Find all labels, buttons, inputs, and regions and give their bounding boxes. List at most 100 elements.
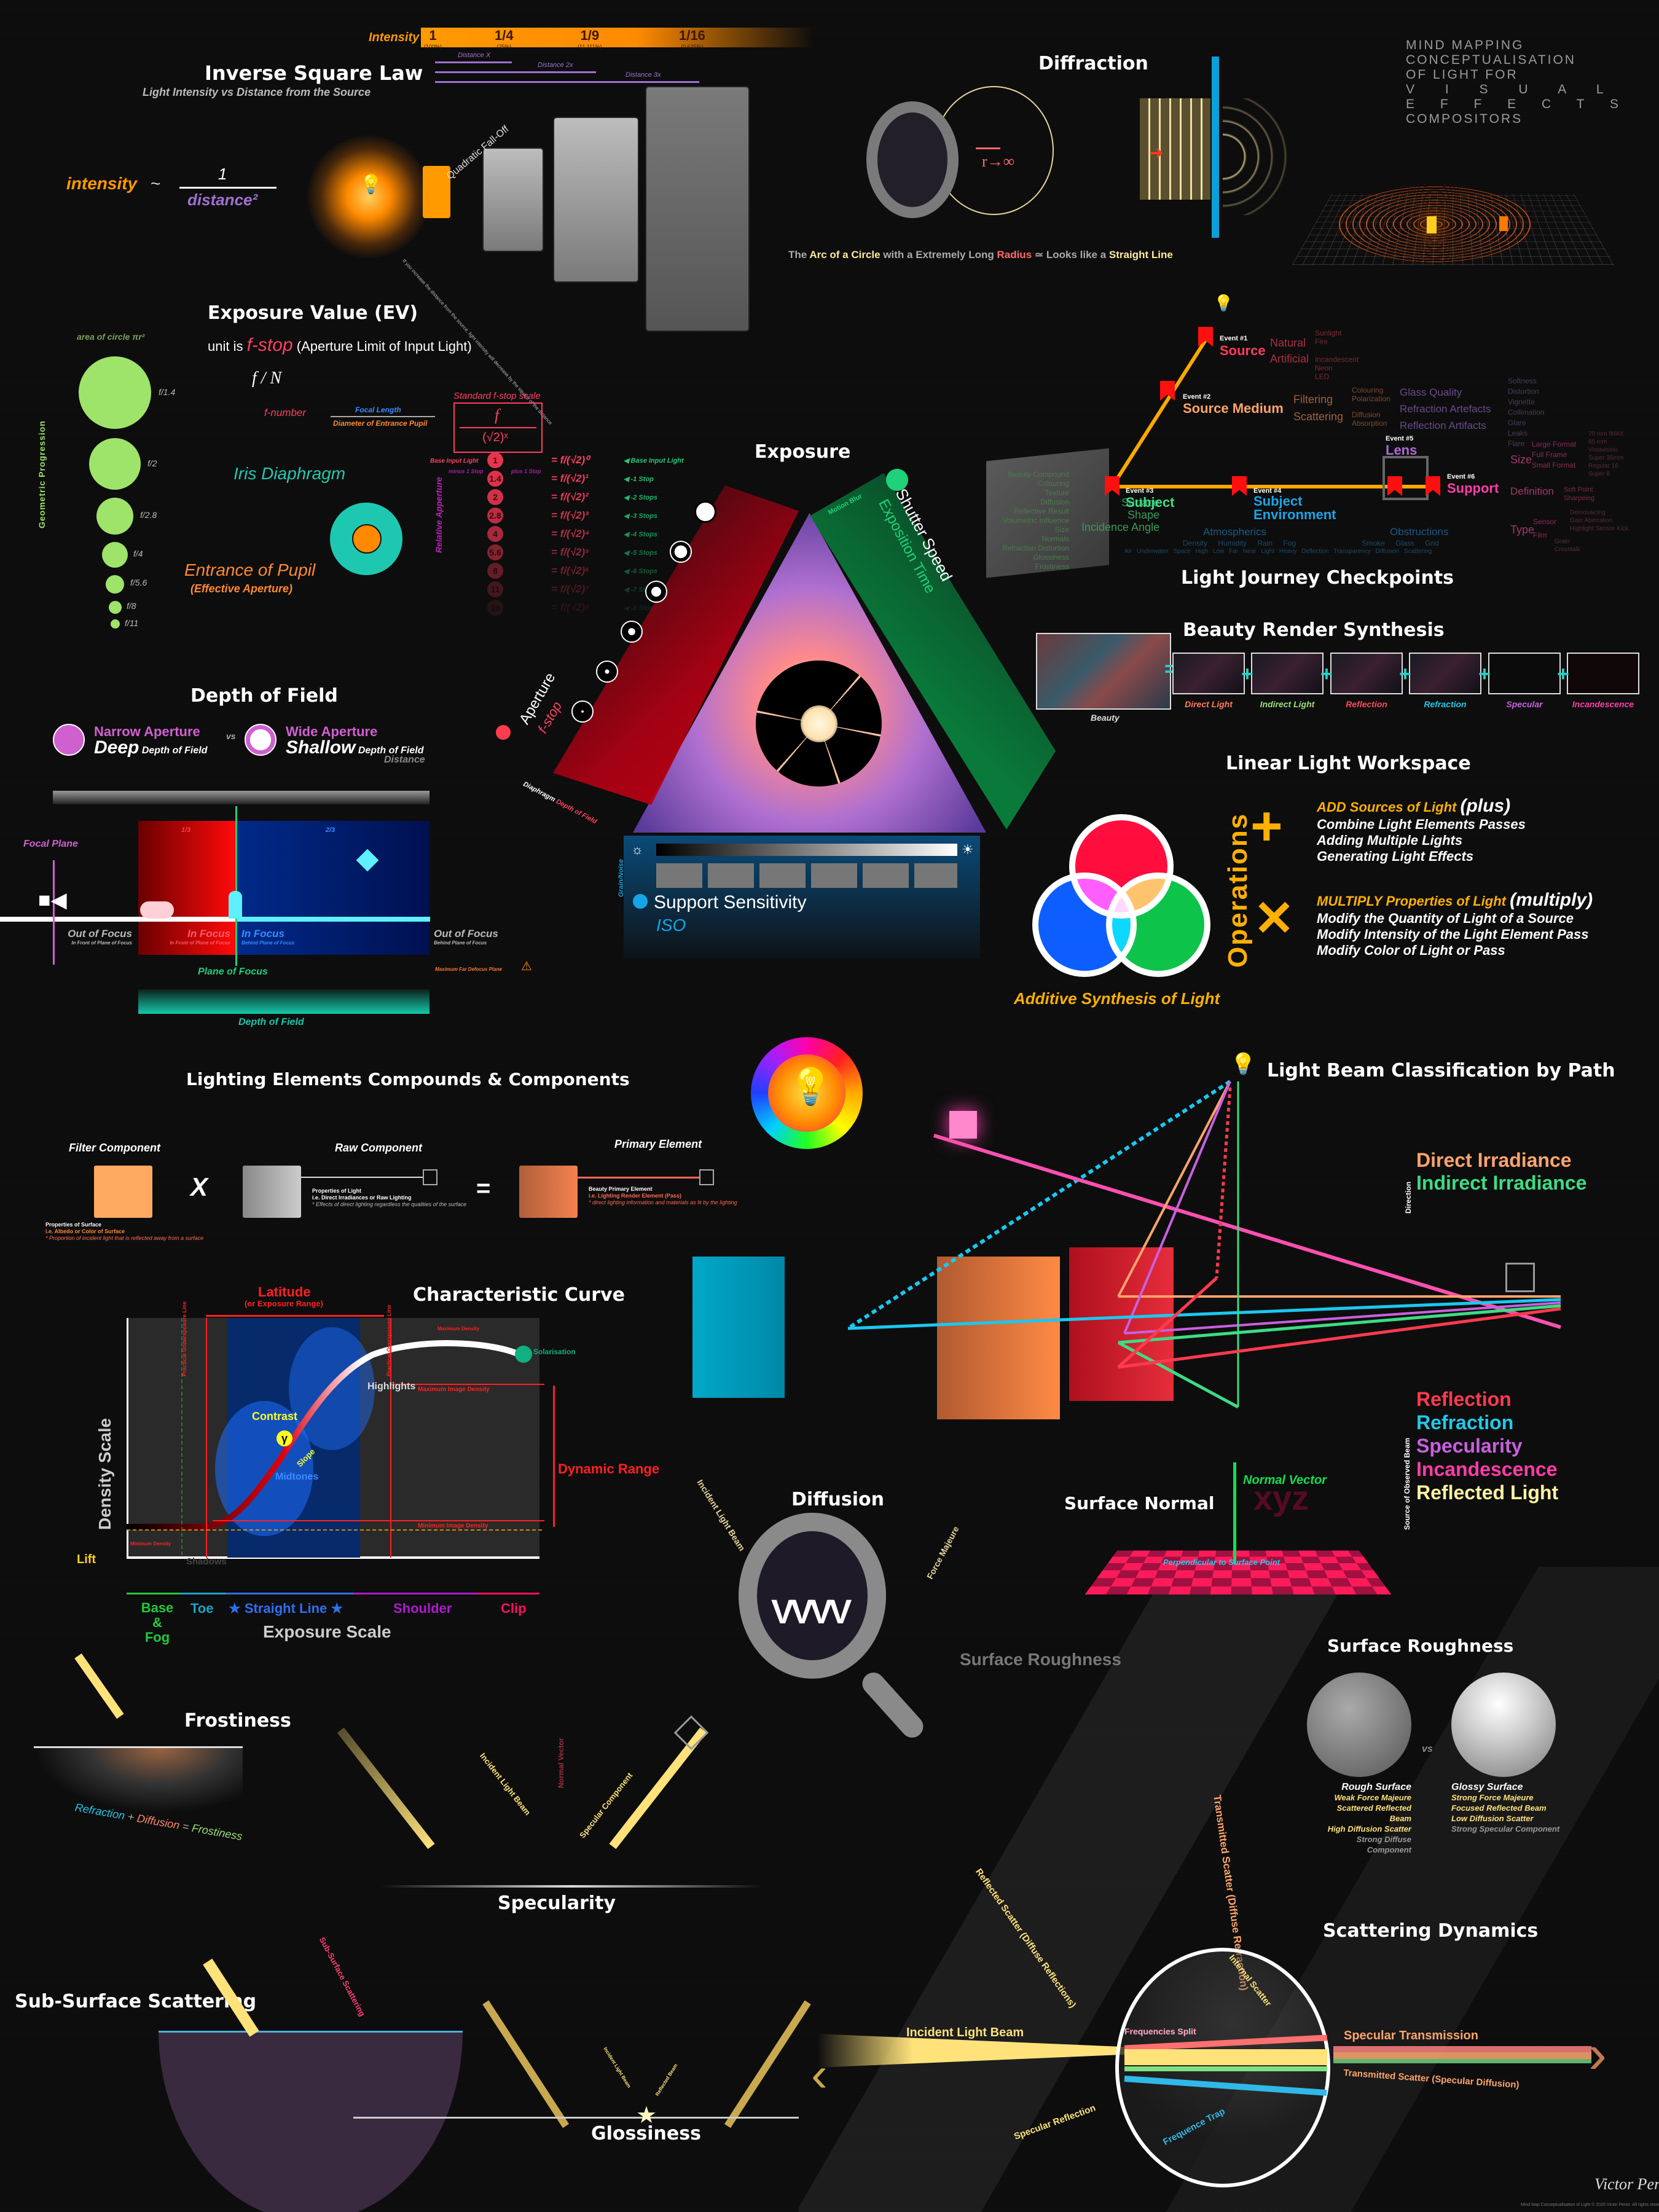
gamma-icon: γ (276, 1430, 292, 1446)
plus-icon: + (1320, 662, 1333, 686)
f-number-label: f-number (264, 407, 307, 418)
pass-thumbnail (1251, 653, 1324, 694)
additive-synthesis-caption: Additive Synthesis of Light (1014, 989, 1220, 1008)
shutter-center (801, 705, 837, 742)
glossy-incident-beam (482, 2000, 570, 2128)
freq-split-yellow (1124, 2049, 1327, 2065)
wide-aperture-label: Wide Aperture (286, 724, 378, 739)
word-filtering: Filtering (1293, 393, 1333, 406)
frostiness-surface (34, 1746, 243, 1748)
filter-cube (94, 1166, 152, 1218)
frostiness-incident-arrow (74, 1653, 124, 1719)
pass-label: Refraction (1424, 699, 1467, 709)
inverse-square-subtitle: Light Intensity vs Distance from the Sou… (143, 86, 371, 98)
max-defocus-label: Maximum Far Defocus Plane (435, 967, 502, 972)
incident-beam-label: Incident Light Beam (695, 1478, 747, 1553)
grain-noise-label: Grain/Noise (618, 859, 625, 897)
event-name-support: Support (1447, 480, 1499, 496)
pass-thumbnail (1330, 653, 1403, 694)
glossiness-title: Glossiness (591, 2123, 701, 2144)
deep-dof-label: Deep Depth of Field (94, 737, 208, 758)
shallow-dof-label: Shallow Depth of Field (286, 737, 424, 758)
f-over-n: f / N (252, 369, 282, 388)
plane-of-focus-label: Plane of Focus (198, 967, 268, 977)
focal-plane-label: Focal Plane (23, 839, 78, 849)
incandescent-cube (949, 1111, 977, 1139)
underexposure-line-label: Practical Undersposure Line (181, 1301, 187, 1376)
iso-gradient-bar (656, 844, 957, 856)
beauty-label: Beauty (1091, 713, 1120, 723)
surface-normal-title: Surface Normal (1064, 1493, 1215, 1513)
exposure-title: Exposure (755, 441, 851, 463)
geometric-progression-label: Geometric Progression (37, 420, 47, 528)
specular-transmission-beam (1333, 2046, 1591, 2063)
max-density-label: Maximum Density (437, 1326, 480, 1332)
rough-sphere (1307, 1673, 1411, 1777)
aperture-dot (496, 725, 511, 740)
narrow-aperture-label: Narrow Aperture (94, 724, 200, 739)
aperture-blade-icon (670, 541, 692, 563)
linear-light-title: Linear Light Workspace (1226, 753, 1471, 774)
event-num: Event #6 (1447, 473, 1475, 480)
aperture-blades-column (571, 492, 737, 762)
observer-camera-icon (1505, 1263, 1535, 1292)
add-operation-list: ADD Sources of Light (plus) Combine Ligh… (1317, 796, 1526, 864)
scale-fraction-line (460, 427, 536, 428)
surface-roughness-label: Surface Roughness (960, 1650, 1121, 1669)
glossy-sphere (1451, 1673, 1556, 1777)
filter-component-label: Filter Component (69, 1142, 160, 1154)
word-natural: Natural (1270, 337, 1306, 349)
word-artificial: Artificial (1270, 353, 1309, 365)
formula-denominator: distance² (187, 190, 258, 209)
frostiness-scatter (34, 1746, 243, 1814)
ripple-source-1 (1427, 216, 1437, 233)
iso-dot (633, 894, 648, 909)
event-num: Event #3 (1126, 487, 1154, 495)
standard-scale-label: Standard f-stop scale (453, 391, 541, 401)
formula-tilde: ~ (151, 174, 161, 193)
word-environment-row2: Air Underwater Space High Low Far Near L… (1124, 548, 1432, 555)
pass-thumbnail (1409, 653, 1481, 694)
word-atmospherics: Atmospherics (1203, 526, 1266, 538)
iris-diaphragm-label: Iris Diaphragm (233, 464, 346, 483)
midtones-label: Midtones (275, 1472, 319, 1482)
shutter-dot (886, 469, 908, 491)
incident-beam-label: Incident Light Beam (906, 2026, 1024, 2039)
min-image-density-label: Minimum Image Density (418, 1523, 488, 1529)
surface-roughness-title: Surface Roughness (1327, 1636, 1514, 1656)
latitude-label: Latitude (258, 1284, 311, 1300)
event-num: Event #4 (1253, 487, 1282, 495)
in-focus-behind-zone (235, 821, 429, 955)
word-environment-row1: Density Humidity Rain Fog Smoke Glass Gr… (1183, 539, 1439, 547)
bulb-icon: 💡 (1214, 294, 1234, 312)
fstop-label: f/1.4 (159, 387, 176, 397)
fstop-label: f/2.8 (140, 510, 157, 520)
fstop-label: f/4 (133, 549, 143, 559)
chevron-left-icon: ‹ (811, 2047, 828, 2101)
distance-3x-label: Distance 3x (626, 71, 661, 79)
ev-title: Exposure Value (EV) (208, 302, 418, 324)
fstop-label: f/2 (147, 458, 157, 468)
relative-aperture-label: Relative Apperture (434, 477, 444, 553)
highlights-label: Highlights (367, 1381, 416, 1392)
beam-paths (847, 1080, 1561, 1409)
fstop-row: 1= f/(√2)⁰◀ Base Input Light (487, 452, 684, 469)
dof-title: Depth of Field (190, 685, 338, 707)
wave-front (1140, 98, 1210, 200)
intensity-cell: 1/9(11.111%) (578, 28, 602, 50)
aperture-circle (111, 619, 120, 629)
aperture-blade-icon (645, 581, 667, 603)
source-legend: Reflection Refraction Specularity Incand… (1416, 1388, 1559, 1504)
bulb-icon: 💡 (1230, 1053, 1257, 1076)
intensity-cell: 1(100%) (424, 28, 442, 50)
specular-camera-icon (673, 1715, 709, 1751)
